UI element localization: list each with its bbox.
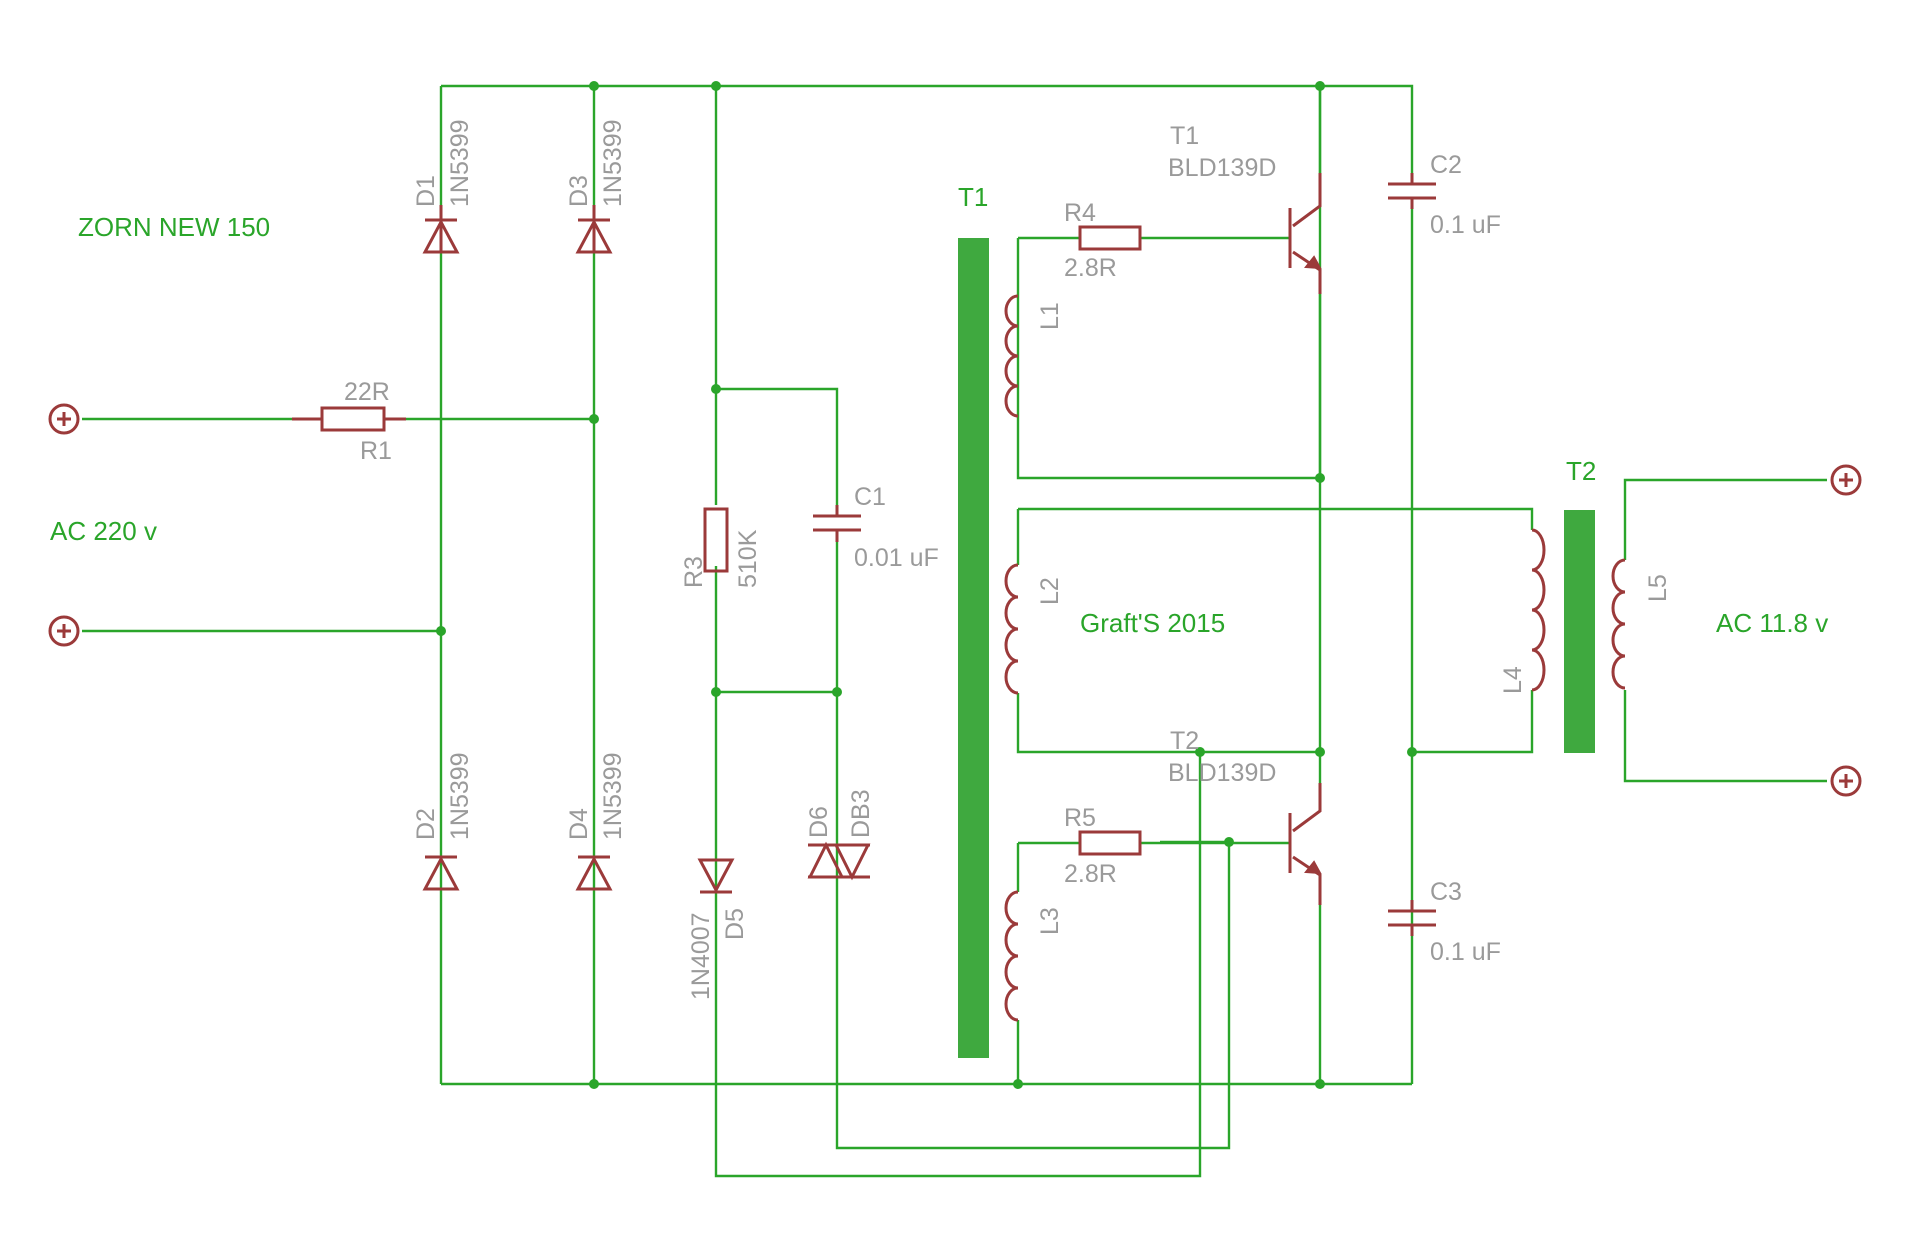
d4-name: D4 (565, 808, 593, 840)
d3-name: D3 (565, 175, 593, 207)
r4-value: 2.8R (1064, 254, 1117, 282)
resistor-r5[interactable] (1078, 830, 1142, 856)
diode-d5[interactable] (697, 858, 735, 894)
d4-value: 1N5399 (599, 752, 627, 840)
d6-value: DB3 (847, 789, 875, 838)
transformer-t1-name: T1 (958, 182, 988, 212)
l5-name: L5 (1644, 574, 1672, 602)
transformer-t2-name: T2 (1566, 456, 1596, 486)
capacitor-c1[interactable] (813, 505, 861, 542)
d6-name: D6 (805, 806, 833, 838)
d5-value: 1N4007 (687, 912, 715, 1000)
l3-name: L3 (1036, 907, 1064, 935)
d3-value: 1N5399 (599, 119, 627, 207)
transistor-t1[interactable] (1288, 173, 1322, 294)
r1-value: 22R (344, 378, 390, 406)
c1-value: 0.01 uF (854, 544, 939, 572)
capacitor-c3[interactable] (1388, 900, 1436, 936)
output-voltage-label: AC 11.8 v (1716, 608, 1828, 638)
resistor-r1[interactable] (292, 406, 406, 432)
c3-name: C3 (1430, 878, 1462, 906)
resistor-r4[interactable] (1078, 225, 1142, 251)
diode-d3[interactable] (575, 205, 613, 254)
inductor-l3[interactable] (1004, 890, 1019, 1022)
transformer-t2-core (1564, 510, 1595, 753)
r3-name: R3 (680, 556, 708, 588)
c3-value: 0.1 uF (1430, 938, 1501, 966)
t2-value: BLD139D (1168, 759, 1276, 787)
wires (82, 84, 1827, 1178)
r3-value: 510K (734, 529, 762, 588)
diode-d4[interactable] (575, 855, 613, 891)
junction-dots (436, 81, 1417, 1089)
l1-name: L1 (1036, 302, 1064, 330)
r4-name: R4 (1064, 199, 1096, 227)
transistor-t2[interactable] (1288, 783, 1322, 905)
labels: ZORN NEW 150 AC 220 v Graft'S 2015 AC 11… (50, 119, 1828, 1000)
resistor-r3[interactable] (703, 507, 729, 573)
t1-name: T1 (1170, 122, 1199, 150)
diode-d2[interactable] (422, 855, 460, 891)
c1-name: C1 (854, 483, 886, 511)
c2-name: C2 (1430, 151, 1462, 179)
inductor-l5[interactable] (1611, 558, 1626, 690)
d2-value: 1N5399 (446, 752, 474, 840)
input-voltage-label: AC 220 v (50, 516, 157, 546)
ac-output-terminal-top[interactable] (1830, 464, 1862, 496)
capacitor-c2[interactable] (1388, 173, 1436, 209)
diac-d6[interactable] (807, 841, 871, 881)
d1-name: D1 (412, 175, 440, 207)
r5-name: R5 (1064, 804, 1096, 832)
inductor-l1[interactable] (1004, 294, 1019, 418)
inductor-l4[interactable] (1531, 528, 1546, 692)
ac-input-terminal-top[interactable] (48, 403, 80, 435)
r5-value: 2.8R (1064, 860, 1117, 888)
c2-value: 0.1 uF (1430, 211, 1501, 239)
project-title: ZORN NEW 150 (78, 212, 270, 242)
l4-name: L4 (1499, 666, 1527, 694)
d1-value: 1N5399 (446, 119, 474, 207)
r1-name: R1 (360, 437, 392, 465)
d2-name: D2 (412, 808, 440, 840)
inductor-l2[interactable] (1004, 563, 1019, 695)
author-label: Graft'S 2015 (1080, 608, 1225, 638)
transformer-t1-core (958, 238, 989, 1058)
t2-name: T2 (1170, 727, 1199, 755)
diode-d1[interactable] (422, 205, 460, 254)
t1-value: BLD139D (1168, 154, 1276, 182)
d5-name: D5 (721, 908, 749, 940)
ac-output-terminal-bottom[interactable] (1830, 765, 1862, 797)
l2-name: L2 (1036, 577, 1064, 605)
ac-input-terminal-bottom[interactable] (48, 615, 80, 647)
